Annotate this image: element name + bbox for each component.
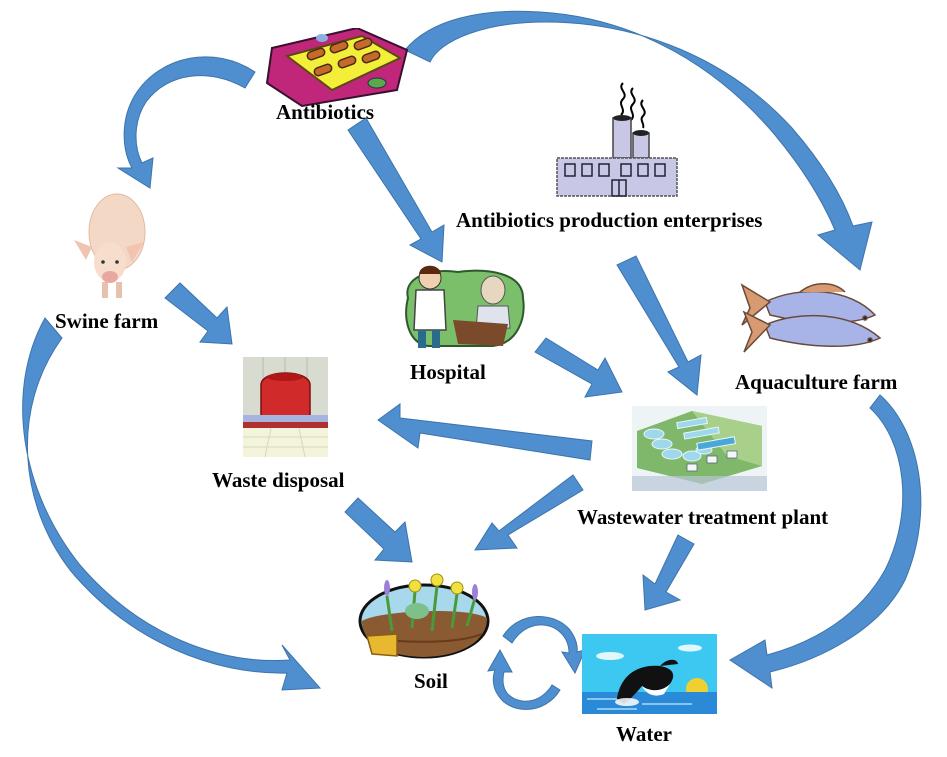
arrow-antibiotics-to-swine bbox=[116, 56, 256, 189]
label-hospital: Hospital bbox=[410, 360, 486, 384]
factory-icon bbox=[556, 82, 678, 197]
arrow-waste-to-soil bbox=[344, 497, 413, 563]
arrow-wwtp-to-waste bbox=[377, 403, 593, 461]
doctor-patient-icon bbox=[405, 265, 525, 348]
arrow-swine-to-soil bbox=[22, 317, 322, 691]
fish-icon bbox=[740, 283, 882, 353]
arrow-swine-to-waste bbox=[164, 282, 233, 345]
arrow-antibiotics-to-hospital bbox=[347, 117, 445, 263]
pig-icon bbox=[74, 193, 146, 298]
label-production: Antibiotics production enterprises bbox=[456, 208, 763, 232]
arrow-wwtp-to-water bbox=[642, 534, 695, 611]
arrow-soil-to-water-cycle bbox=[502, 616, 586, 675]
treatment-plant-icon bbox=[632, 406, 767, 491]
arrow-hospital-to-wwtp bbox=[534, 337, 623, 398]
arrow-production-to-wwtp bbox=[616, 255, 702, 396]
arrow-antibiotics-to-aquaculture bbox=[404, 10, 873, 271]
label-antibiotics: Antibiotics bbox=[276, 100, 375, 124]
label-water: Water bbox=[616, 722, 672, 746]
pill-pack-icon bbox=[265, 28, 409, 108]
label-waste-disposal: Waste disposal bbox=[212, 468, 345, 492]
label-aquaculture-farm: Aquaculture farm bbox=[735, 370, 898, 394]
label-soil: Soil bbox=[414, 669, 448, 693]
arrow-wwtp-to-soil bbox=[474, 474, 584, 551]
orca-sea-icon bbox=[582, 634, 717, 714]
arrow-water-to-soil-cycle bbox=[487, 648, 561, 710]
label-wastewater-treatment-plant: Wastewater treatment plant bbox=[577, 505, 829, 529]
incinerator-icon bbox=[243, 357, 328, 458]
label-swine-farm: Swine farm bbox=[55, 309, 159, 333]
soil-plants-icon bbox=[358, 573, 490, 659]
arrow-aquaculture-to-water bbox=[729, 394, 922, 690]
